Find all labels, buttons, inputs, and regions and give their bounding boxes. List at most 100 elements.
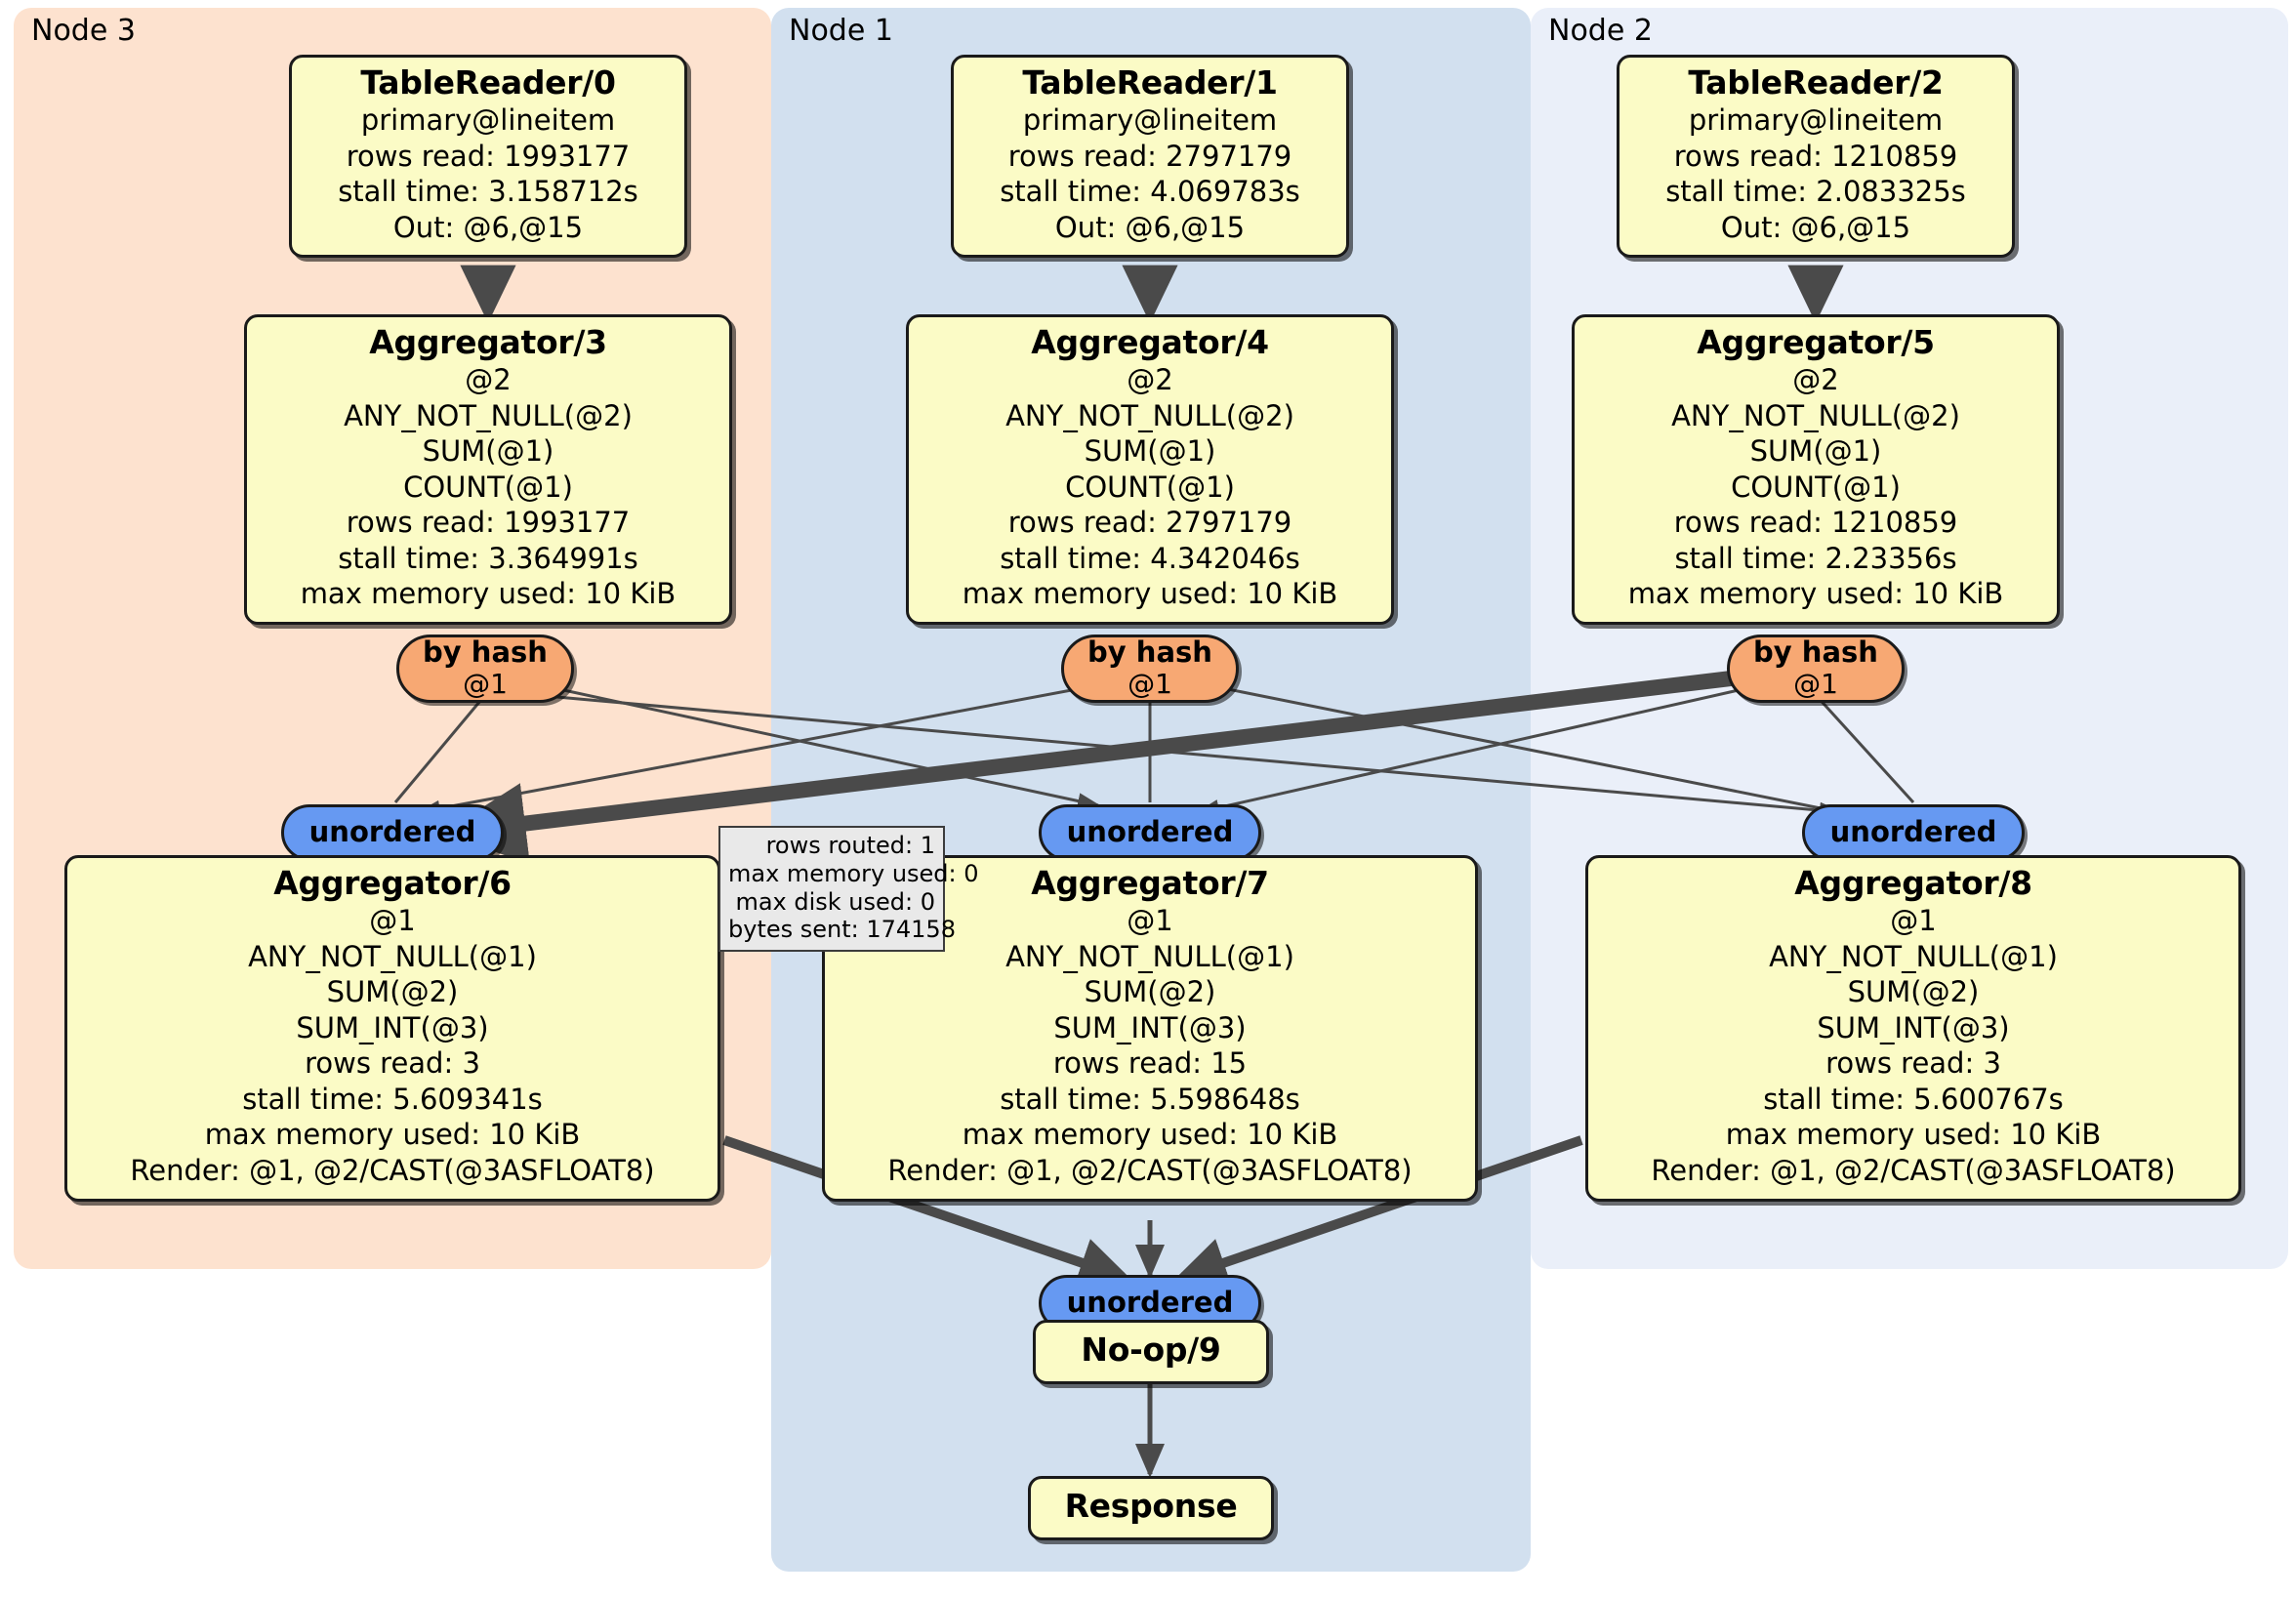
synchronizer-unordered-6[interactable]: unordered — [281, 804, 504, 861]
processor-detail: SUM(@2) — [1084, 975, 1216, 1009]
processor-detail: primary@lineitem — [1688, 103, 1944, 138]
processor-detail: max memory used: 10 KiB — [1627, 577, 2004, 611]
processor-title: Aggregator/5 — [1697, 323, 1935, 361]
processor-table-reader-1[interactable]: TableReader/1 primary@lineitem rows read… — [951, 55, 1349, 259]
processor-table-reader-0[interactable]: TableReader/0 primary@lineitem rows read… — [289, 55, 687, 259]
processor-detail: Out: @6,@15 — [1720, 210, 1911, 244]
processor-detail: ANY_NOT_NULL(@2) — [1005, 398, 1294, 432]
processor-title: TableReader/2 — [1688, 63, 1944, 102]
processor-detail: stall time: 3.364991s — [338, 541, 638, 575]
processor-detail: @2 — [1792, 363, 1839, 397]
processor-detail: COUNT(@1) — [1731, 470, 1901, 504]
processor-title: TableReader/0 — [360, 63, 616, 102]
processor-detail: rows read: 1993177 — [346, 506, 631, 540]
processor-aggregator-8[interactable]: Aggregator/8 @1 ANY_NOT_NULL(@1) SUM(@2)… — [1585, 855, 2241, 1202]
processor-detail: ANY_NOT_NULL(@1) — [1005, 939, 1294, 973]
processor-title: Aggregator/3 — [369, 323, 607, 361]
processor-detail: COUNT(@1) — [1065, 470, 1235, 504]
router-by-hash-4[interactable]: by hash @1 — [1061, 635, 1239, 703]
stats-line: max memory used: 0 — [728, 859, 979, 887]
router-column: @1 — [1793, 667, 1838, 700]
cluster-label-node-2: Node 2 — [1548, 14, 1653, 48]
synchronizer-title: unordered — [308, 815, 476, 849]
processor-detail: rows read: 3 — [1825, 1046, 2001, 1081]
cluster-label-node-3: Node 3 — [31, 14, 136, 48]
processor-detail: @1 — [1127, 904, 1173, 938]
processor-detail: stall time: 4.342046s — [1000, 541, 1300, 575]
processor-detail: Out: @6,@15 — [1054, 210, 1246, 244]
processor-detail: max memory used: 10 KiB — [300, 577, 676, 611]
router-title: by hash — [423, 635, 548, 669]
processor-detail: rows read: 1210859 — [1673, 139, 1958, 173]
processor-title: Aggregator/8 — [1794, 864, 2032, 902]
processor-detail: stall time: 2.083325s — [1665, 175, 1966, 209]
synchronizer-unordered-7[interactable]: unordered — [1039, 804, 1261, 861]
processor-detail: stall time: 3.158712s — [338, 175, 638, 209]
processor-detail: Render: @1, @2/CAST(@3ASFLOAT8) — [887, 1153, 1413, 1187]
processor-detail: SUM(@1) — [1084, 434, 1216, 469]
processor-title: No-op/9 — [1081, 1331, 1221, 1369]
processor-detail: primary@lineitem — [360, 103, 616, 138]
processor-response[interactable]: Response — [1028, 1476, 1274, 1541]
processor-detail: @1 — [1890, 904, 1937, 938]
synchronizer-title: unordered — [1066, 815, 1234, 849]
processor-detail: primary@lineitem — [1022, 103, 1278, 138]
processor-detail: rows read: 2797179 — [1007, 139, 1292, 173]
processor-detail: ANY_NOT_NULL(@1) — [248, 939, 537, 973]
processor-aggregator-5[interactable]: Aggregator/5 @2 ANY_NOT_NULL(@2) SUM(@1)… — [1572, 314, 2060, 625]
processor-aggregator-6[interactable]: Aggregator/6 @1 ANY_NOT_NULL(@1) SUM(@2)… — [64, 855, 720, 1202]
router-column: @1 — [463, 667, 508, 700]
processor-detail: SUM_INT(@3) — [1053, 1010, 1247, 1044]
processor-title: Aggregator/4 — [1031, 323, 1269, 361]
router-by-hash-5[interactable]: by hash @1 — [1727, 635, 1905, 703]
processor-detail: SUM(@2) — [326, 975, 459, 1009]
processor-detail: stall time: 5.609341s — [242, 1082, 543, 1116]
processor-detail: rows read: 1993177 — [346, 139, 631, 173]
stats-line: bytes sent: 174158 — [728, 916, 956, 944]
router-by-hash-3[interactable]: by hash @1 — [396, 635, 574, 703]
processor-detail: SUM_INT(@3) — [296, 1010, 489, 1044]
router-title: by hash — [1753, 635, 1878, 669]
processor-detail: ANY_NOT_NULL(@2) — [344, 398, 633, 432]
processor-detail: @2 — [465, 363, 512, 397]
processor-detail: max memory used: 10 KiB — [962, 577, 1338, 611]
cluster-label-node-1: Node 1 — [789, 14, 893, 48]
processor-detail: rows read: 1210859 — [1673, 506, 1958, 540]
router-stats-tooltip: rows routed: 1 max memory used: 0 max di… — [718, 826, 979, 953]
synchronizer-title: unordered — [1066, 1286, 1234, 1320]
processor-detail: SUM(@1) — [422, 434, 554, 469]
processor-detail: ANY_NOT_NULL(@1) — [1769, 939, 2058, 973]
processor-detail: SUM(@2) — [1847, 975, 1980, 1009]
processor-title: Response — [1064, 1487, 1238, 1525]
processor-table-reader-2[interactable]: TableReader/2 primary@lineitem rows read… — [1617, 55, 2015, 259]
processor-detail: max memory used: 10 KiB — [1725, 1118, 2102, 1152]
stats-line: rows routed: 1 — [765, 832, 935, 859]
processor-detail: Render: @1, @2/CAST(@3ASFLOAT8) — [130, 1153, 655, 1187]
processor-detail: COUNT(@1) — [403, 470, 573, 504]
router-column: @1 — [1128, 667, 1172, 700]
processor-detail: rows read: 3 — [305, 1046, 480, 1081]
processor-detail: rows read: 15 — [1052, 1046, 1248, 1081]
processor-detail: stall time: 5.600767s — [1763, 1082, 2064, 1116]
processor-title: Aggregator/7 — [1031, 864, 1269, 902]
processor-detail: rows read: 2797179 — [1007, 506, 1292, 540]
processor-detail: stall time: 5.598648s — [1000, 1082, 1300, 1116]
processor-detail: max memory used: 10 KiB — [204, 1118, 581, 1152]
processor-aggregator-3[interactable]: Aggregator/3 @2 ANY_NOT_NULL(@2) SUM(@1)… — [244, 314, 732, 625]
processor-detail: Render: @1, @2/CAST(@3ASFLOAT8) — [1651, 1153, 2176, 1187]
processor-detail: SUM_INT(@3) — [1817, 1010, 2010, 1044]
processor-aggregator-4[interactable]: Aggregator/4 @2 ANY_NOT_NULL(@2) SUM(@1)… — [906, 314, 1394, 625]
synchronizer-title: unordered — [1829, 815, 1997, 849]
synchronizer-unordered-8[interactable]: unordered — [1802, 804, 2025, 861]
processor-detail: stall time: 2.23356s — [1674, 541, 1957, 575]
processor-detail: @1 — [369, 904, 416, 938]
processor-title: Aggregator/6 — [273, 864, 512, 902]
processor-no-op-9[interactable]: No-op/9 — [1033, 1320, 1269, 1385]
processor-title: TableReader/1 — [1022, 63, 1278, 102]
processor-detail: Out: @6,@15 — [392, 210, 584, 244]
stats-line: max disk used: 0 — [735, 887, 935, 916]
processor-detail: @2 — [1127, 363, 1173, 397]
router-title: by hash — [1087, 635, 1212, 669]
processor-detail: ANY_NOT_NULL(@2) — [1671, 398, 1960, 432]
